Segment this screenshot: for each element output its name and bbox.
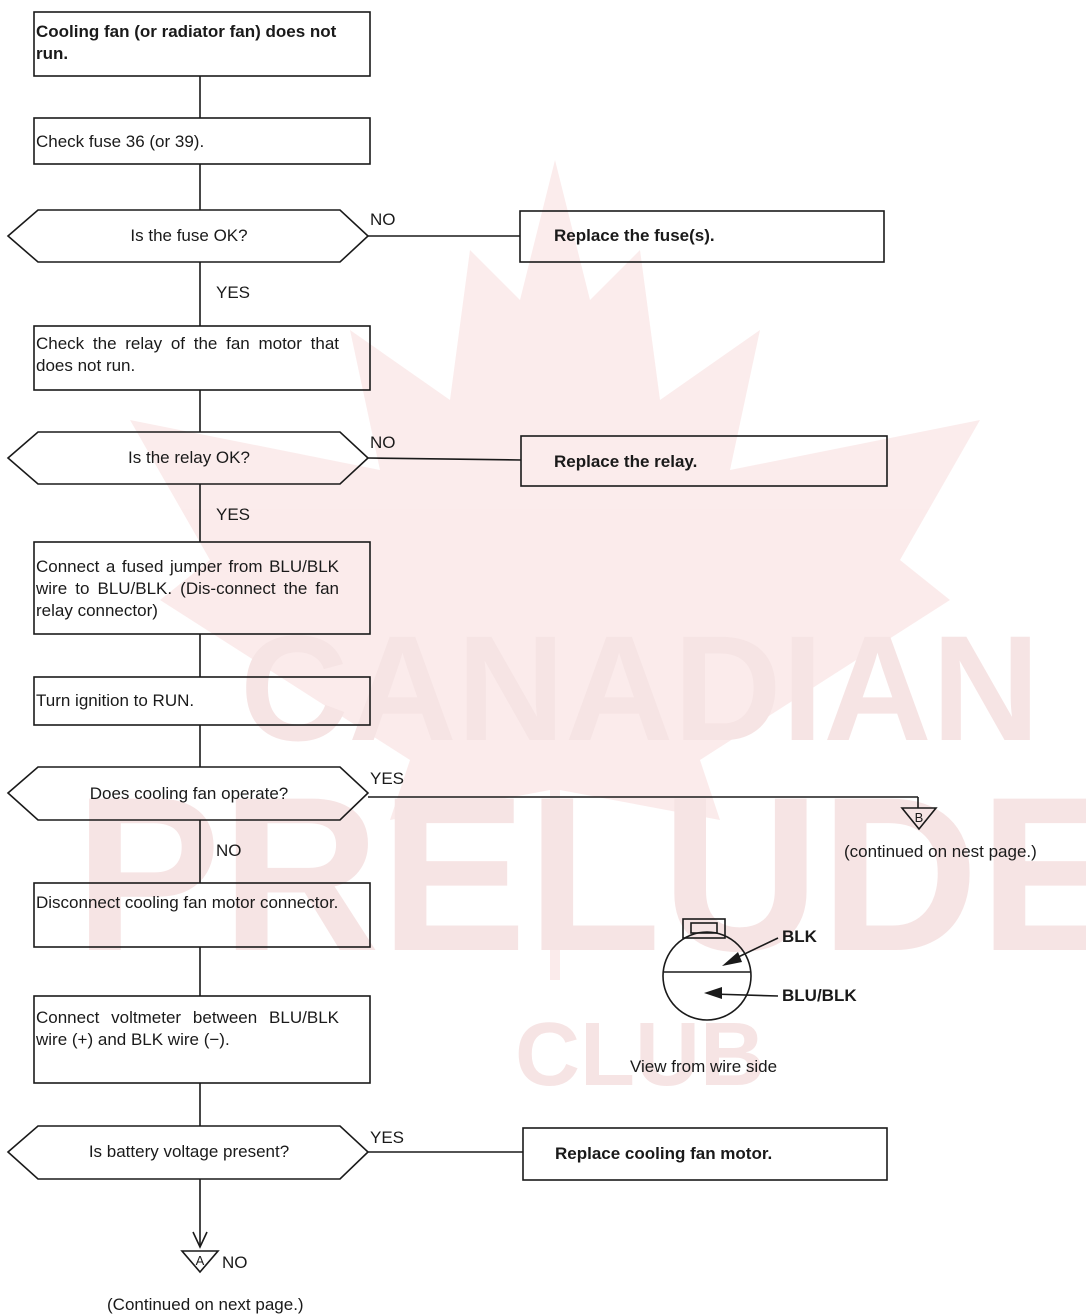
connector-b-note: (continued on nest page.) bbox=[844, 842, 1037, 861]
label-yes-fuse: YES bbox=[216, 283, 251, 302]
branch-line-no bbox=[367, 457, 522, 461]
watermark: CANADIAN PRELUDE CLUB bbox=[74, 160, 1086, 1105]
watermark-line3: CLUB bbox=[515, 1005, 765, 1105]
step-disconnect-motor-text: Disconnect cooling fan motor connector. bbox=[36, 893, 339, 912]
box-check-relay bbox=[33, 325, 371, 391]
watermark-line2: PRELUDE bbox=[74, 751, 1086, 997]
box-start bbox=[33, 11, 371, 77]
decision-fan-operate-text: Does cooling fan operate? bbox=[89, 784, 289, 803]
arrow-head-blublk bbox=[704, 987, 722, 999]
wire-label-blublk: BLU/BLK bbox=[782, 986, 857, 1005]
step-start-text: Cooling fan (or radiator fan) does not r… bbox=[36, 22, 337, 63]
connector-view-caption: View from wire side bbox=[630, 1057, 778, 1076]
plug-tab-inner bbox=[690, 922, 718, 934]
leader-line-blublk bbox=[711, 993, 779, 997]
box-replace-motor bbox=[522, 1127, 888, 1181]
label-no-fuse: NO bbox=[370, 210, 396, 229]
step-connect-voltmeter-text: Connect voltmeter between BLU/BLK wire (… bbox=[36, 1008, 339, 1049]
step-check-relay-text: Check the relay of the fan motor that do… bbox=[36, 334, 339, 375]
label-yes-relay: YES bbox=[216, 505, 251, 524]
step-replace-relay-text: Replace the relay. bbox=[554, 452, 698, 471]
connector-a-triangle bbox=[180, 1250, 220, 1274]
connector-a-note: (Continued on next page.) bbox=[107, 1295, 304, 1314]
box-replace-relay bbox=[520, 435, 888, 487]
label-no-fan: NO bbox=[216, 841, 242, 860]
step-replace-fuse-text: Replace the fuse(s). bbox=[554, 226, 715, 245]
step-check-fuse-text: Check fuse 36 (or 39). bbox=[36, 132, 205, 151]
decision-fuse-ok-text: Is the fuse OK? bbox=[130, 226, 248, 245]
label-no-battery: NO bbox=[222, 1253, 248, 1272]
plug-tab bbox=[682, 918, 726, 939]
decision-battery-text: Is battery voltage present? bbox=[88, 1142, 290, 1161]
maple-leaf-watermark bbox=[130, 160, 980, 980]
box-connect-voltmeter bbox=[33, 995, 371, 1084]
wire-label-blk: BLK bbox=[782, 927, 817, 946]
box-disconnect-motor bbox=[33, 882, 371, 948]
arrow-head bbox=[192, 1231, 208, 1249]
label-yes-battery: YES bbox=[370, 1128, 405, 1147]
connector-b-letter: B bbox=[915, 810, 924, 825]
box-connect-jumper bbox=[33, 541, 371, 635]
decision-relay-ok-text: Is the relay OK? bbox=[128, 448, 250, 467]
step-replace-motor-text: Replace cooling fan motor. bbox=[555, 1144, 773, 1163]
decision-fan-operate bbox=[6, 766, 370, 821]
step-connect-jumper-text: Connect a fused jumper from BLU/BLK wire… bbox=[36, 557, 339, 620]
box-check-fuse bbox=[33, 117, 371, 165]
arrow-head-blk bbox=[722, 952, 742, 966]
connector-b-triangle bbox=[900, 807, 938, 831]
plug-body bbox=[662, 931, 752, 1021]
label-no-relay: NO bbox=[370, 433, 396, 452]
connector-a-letter: A bbox=[196, 1253, 205, 1268]
step-turn-ignition-text: Turn ignition to RUN. bbox=[36, 691, 195, 710]
watermark-line1: CANADIAN bbox=[240, 604, 1040, 772]
box-turn-ignition bbox=[33, 676, 371, 726]
label-yes-fan: YES bbox=[370, 769, 405, 788]
